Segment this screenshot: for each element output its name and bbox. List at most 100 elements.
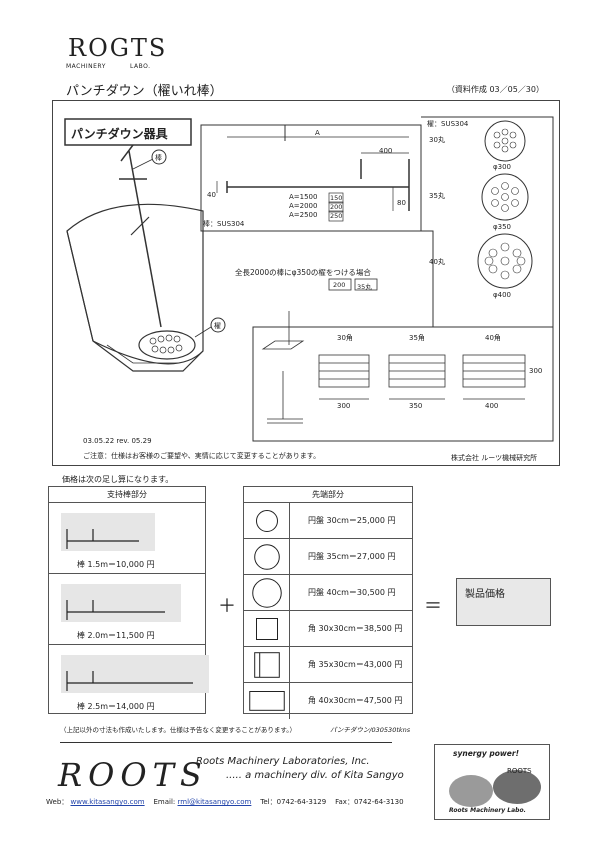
caution-note: ご注意：仕様はお客様のご要望や、実情に応じて変更することがあります。 [83, 452, 321, 460]
rod-callout: 棒 [155, 154, 162, 162]
a-value-label: A=1500 [289, 193, 318, 201]
square-label: 40角 [485, 334, 501, 342]
rod-graphic [66, 671, 193, 691]
paddle-material: 櫂：SUS304 [427, 120, 469, 128]
tip-shape [244, 575, 290, 610]
tip-table: 先端部分 円盤 30cm＝25,000 円円盤 35cm＝27,000 円円盤 … [243, 486, 413, 719]
tip-row: 円盤 35cm＝27,000 円 [244, 539, 412, 575]
disc-dim: φ400 [493, 291, 511, 299]
rod-graphic-bg [61, 655, 209, 693]
support-price-label: 棒 2.5m＝14,000 円 [77, 702, 155, 711]
a-value-code: 150 [330, 194, 343, 202]
circle-shape-icon [256, 510, 278, 532]
tip-price-label: 角 35x30cm＝43,000 円 [308, 660, 403, 669]
example-text: 全長2000の棒にφ350の櫂をつける場合 [235, 268, 371, 277]
company-english: Roots Machinery Laboratories, Inc. [196, 756, 370, 767]
disc-label: 30丸 [429, 136, 445, 144]
drawing-heading: パンチダウン器具 [71, 127, 168, 141]
support-header: 支持棒部分 [49, 487, 205, 503]
web-link[interactable]: www.kitasangyo.com [70, 798, 145, 806]
document-date: （資料作成 03／05／30） [446, 85, 544, 94]
tip-price-label: 円盤 35cm＝27,000 円 [308, 552, 396, 561]
badge-caption: Roots Machinery Labo. [449, 807, 526, 814]
dim-400: 400 [379, 147, 393, 155]
footer-logo: ROOTS [58, 756, 208, 794]
tip-shape [244, 539, 290, 574]
synergy-badge: synergy power! ROOTS Roots Machinery Lab… [434, 744, 550, 820]
a-value-label: A=2500 [289, 211, 318, 219]
product-price-label: 製品価格 [465, 589, 505, 600]
email-label: Email: [153, 798, 176, 806]
support-price-label: 棒 2.0m＝11,500 円 [77, 631, 155, 640]
price-note: 価格は次の足し算になります。 [62, 475, 174, 484]
tip-row: 角 30x30cm＝38,500 円 [244, 611, 412, 647]
support-row: 棒 2.0m＝11,500 円 [49, 574, 205, 645]
badge-slogan: synergy power! [453, 749, 520, 758]
company-jp: 株式会社 ルーツ機械研究所 [451, 454, 538, 462]
tip-shape [244, 611, 290, 646]
square-dim: 300 [337, 402, 351, 410]
logo-sub-right: LABO. [130, 63, 151, 70]
square-dim: 400 [485, 402, 499, 410]
support-rod-table: 支持棒部分 棒 1.5m＝10,000 円棒 2.0m＝11,500 円棒 2.… [48, 486, 209, 716]
tip-row: 円盤 30cm＝25,000 円 [244, 503, 412, 539]
email-link[interactable]: rml@kitasangyo.com [177, 798, 252, 806]
drawing-illustration [64, 116, 554, 442]
tip-price-label: 円盤 40cm＝30,500 円 [308, 588, 396, 597]
square-shape-icon [256, 618, 278, 640]
support-row: 棒 2.5m＝14,000 円 [49, 645, 209, 716]
company-division: ..... a machinery div. of Kita Sangyo [226, 770, 404, 781]
rod-graphic-bg [61, 513, 155, 551]
a-values-list: A=1500 A=2000 A=2500 [289, 193, 317, 220]
disc-dim: φ300 [493, 163, 511, 171]
footnote-right: パンチダウン/030530tkns [330, 726, 411, 734]
tip-price-label: 円盤 30cm＝25,000 円 [308, 516, 396, 525]
tip-shape [244, 683, 290, 719]
plus-sign: ＋ [218, 596, 236, 617]
tip-header: 先端部分 [244, 487, 412, 503]
tip-shape [244, 503, 290, 538]
a-codes-list: 150 200 250 [330, 194, 342, 221]
square-dim: 350 [409, 402, 423, 410]
paddle-callout: 櫂 [214, 322, 221, 330]
support-row: 棒 1.5m＝10,000 円 [49, 503, 205, 574]
example-code-b: 35丸 [357, 283, 372, 291]
contact-line: Web： www.kitasangyo.com Email: rml@kitas… [46, 797, 404, 807]
circle-shape-icon [252, 578, 282, 608]
rect-shape-icon [249, 691, 285, 711]
square-label: 30角 [337, 334, 353, 342]
example-code-a: 200 [333, 281, 346, 289]
technical-drawing: パンチダウン器具 棒 櫂 棒：SUS304 櫂：SUS304 A 400 40 … [52, 100, 560, 466]
logo-sub-left: MACHINERY [66, 63, 106, 70]
badge-roots: ROOTS [507, 767, 532, 775]
dim-a: A [315, 129, 320, 137]
web-label: Web： [46, 798, 69, 806]
product-price-box: 製品価格 [456, 578, 551, 626]
tip-row: 円盤 40cm＝30,500 円 [244, 575, 412, 611]
a-value-code: 250 [330, 212, 343, 220]
revision: 03.05.22 rev. 05.29 [83, 437, 152, 445]
a-value-code: 200 [330, 203, 343, 211]
brand-logo: ROGTS MACHINERY LABO. [66, 34, 166, 84]
fax-number: Fax：0742-64-3130 [335, 798, 404, 806]
tip-row: 角 40x30cm＝47,500 円 [244, 683, 412, 719]
dim-40: 40 [207, 191, 216, 199]
rod-material: 棒：SUS304 [203, 220, 245, 228]
rod-graphic-bg [61, 584, 181, 622]
a-value-label: A=2000 [289, 202, 318, 210]
rod-graphic [66, 529, 139, 549]
tip-price-label: 角 40x30cm＝47,500 円 [308, 696, 403, 705]
disc-label: 35丸 [429, 192, 445, 200]
tip-shape [244, 647, 290, 682]
support-price-label: 棒 1.5m＝10,000 円 [77, 560, 155, 569]
disc-dim: φ350 [493, 223, 511, 231]
square-height: 300 [529, 367, 543, 375]
page-title: パンチダウン（櫂いれ棒） [66, 84, 223, 99]
tel-number: Tel：0742-64-3129 [260, 798, 327, 806]
badge-graphic [449, 770, 541, 807]
circle-shape-icon [254, 544, 280, 570]
tip-row: 角 35x30cm＝43,000 円 [244, 647, 412, 683]
equals-sign: ＝ [424, 596, 442, 617]
disc-label: 40丸 [429, 258, 445, 266]
square-line-shape-icon [254, 652, 280, 678]
